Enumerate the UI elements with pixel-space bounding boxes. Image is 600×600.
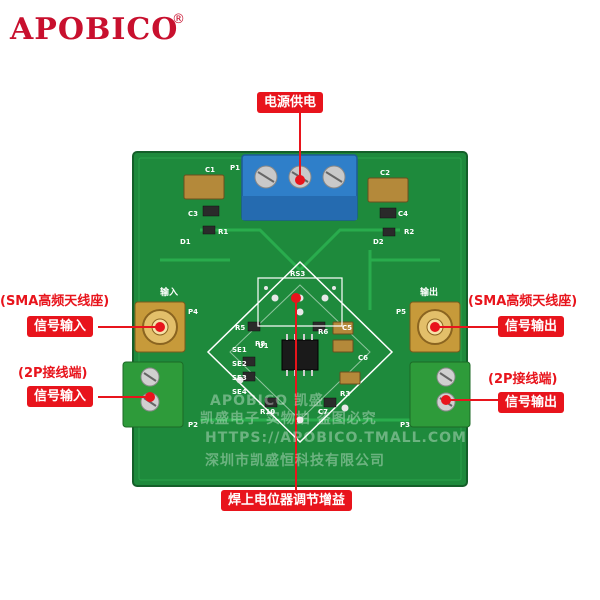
silk-c5: C5 xyxy=(342,324,352,332)
callout-input-2p-label: 信号输入 xyxy=(27,386,94,407)
silk-r10: R10 xyxy=(260,408,275,416)
silk-r1: R1 xyxy=(218,228,228,236)
watermark-line2: 凯盛电子 实物拍 盗图必究 xyxy=(200,411,377,427)
silk-c3: C3 xyxy=(188,210,198,218)
callout-output-2p-note: (2P接线端) xyxy=(488,372,558,387)
silk-c4: C4 xyxy=(398,210,408,218)
watermark-line4: 深圳市凯盛恒科技有限公司 xyxy=(205,453,385,469)
watermark-line3: HTTPS://APOBICO.TMALL.COM xyxy=(205,430,467,446)
silk-c7: C7 xyxy=(318,408,328,416)
brand-logo: APOBICO xyxy=(10,12,179,47)
callout-input-sma-label: 信号输入 xyxy=(27,316,94,337)
silk-p2: P2 xyxy=(188,421,198,429)
silk-p3: P3 xyxy=(400,421,410,429)
silk-se2: SE2 xyxy=(232,360,247,368)
callout-input-2p-note: (2P接线端) xyxy=(18,366,88,381)
silk-r6: R6 xyxy=(318,328,328,336)
silk-rs3: RS3 xyxy=(290,270,305,278)
silk-u1: U1 xyxy=(258,342,269,350)
silk-c2: C2 xyxy=(380,169,390,177)
watermark-line1: APOBICO 凯盛 xyxy=(210,393,324,409)
silk-r5: R5 xyxy=(235,324,245,332)
potentiometer-pads xyxy=(236,277,349,424)
silk-r8: R8 xyxy=(255,340,265,348)
silk-r3: R3 xyxy=(340,390,350,398)
callout-output-sma-note: (SMA高频天线座) xyxy=(468,294,578,309)
silk-p4: P4 xyxy=(188,308,198,316)
capacitor-c2 xyxy=(367,177,409,203)
callout-output-sma-label: 信号输出 xyxy=(498,316,565,337)
terminal-2p-output xyxy=(409,361,471,428)
silk-out: 输出 xyxy=(420,286,438,298)
silk-se1: SE1 xyxy=(232,346,247,354)
pcb-diamond-outline xyxy=(206,260,394,444)
silk-c6: C6 xyxy=(358,354,368,362)
callout-power: 电源供电 xyxy=(257,92,324,113)
silk-se3: SE3 xyxy=(232,374,247,382)
silk-r2: R2 xyxy=(404,228,414,236)
op-amp-chip-u1 xyxy=(281,334,319,376)
silk-d1: D1 xyxy=(180,238,191,246)
silk-se4: SE4 xyxy=(232,388,247,396)
callout-gain: 焊上电位器调节增益 xyxy=(221,490,353,511)
capacitor-c1 xyxy=(183,174,225,200)
silk-d2: D2 xyxy=(373,238,384,246)
silk-c1: C1 xyxy=(205,166,215,174)
brand-registered-mark: ® xyxy=(172,12,185,27)
callout-output-2p-label: 信号输出 xyxy=(498,392,565,413)
silk-p5: P5 xyxy=(396,308,406,316)
power-terminal-block xyxy=(241,154,358,221)
silk-p1: P1 xyxy=(230,164,240,172)
silk-in: 输入 xyxy=(160,286,178,298)
callout-input-sma-note: (SMA高频天线座) xyxy=(0,294,110,309)
